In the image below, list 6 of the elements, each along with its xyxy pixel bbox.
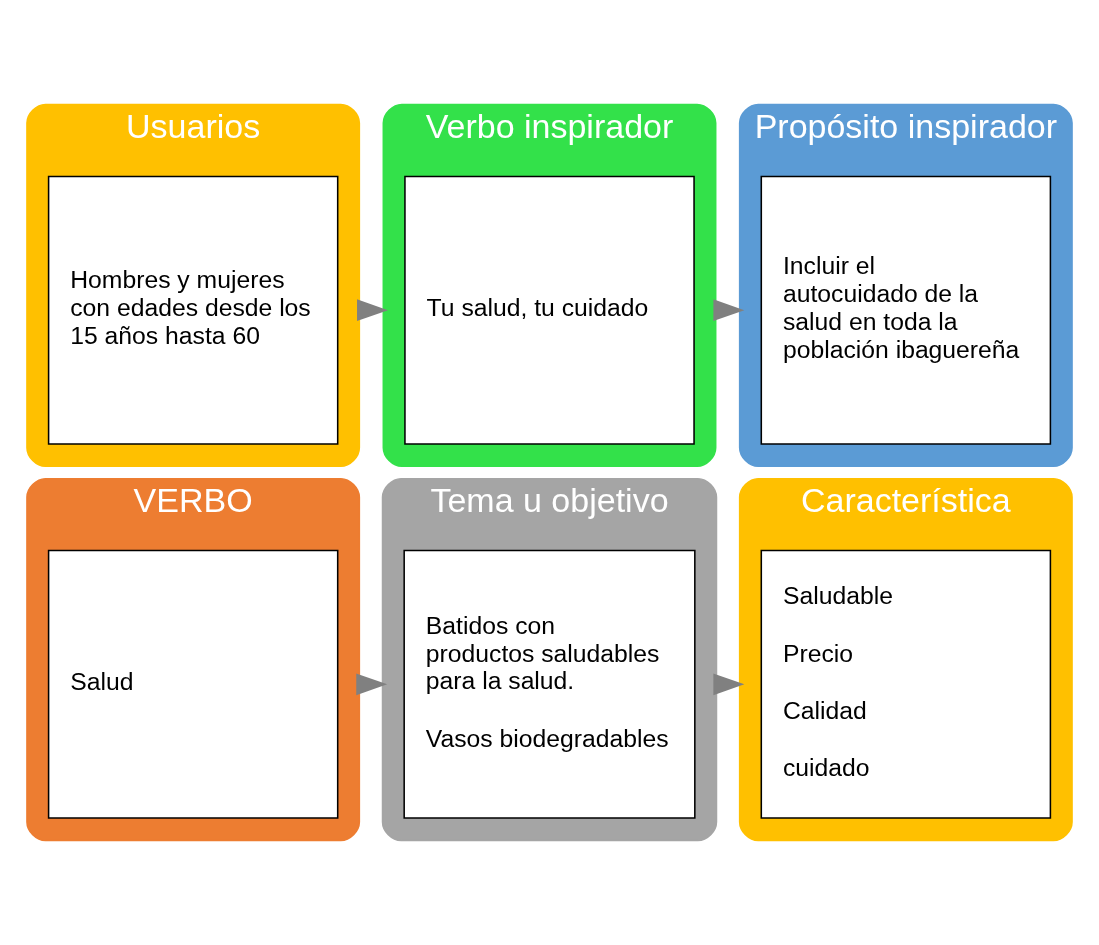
node-box: Tu salud, tu cuidado: [404, 175, 695, 445]
node-box: Batidos con productos saludables para la salud. Vasos biodegradables: [403, 549, 696, 819]
node-box: Saludable Precio Calidad cuidado: [760, 549, 1052, 819]
node-box: Incluir el autocuidado de la salud en toda la población ibaguereña: [760, 175, 1052, 445]
node-box: Hombres y mujeres con edades desde los 15 años hasta 60: [47, 175, 339, 445]
node-box: Salud: [47, 549, 339, 819]
